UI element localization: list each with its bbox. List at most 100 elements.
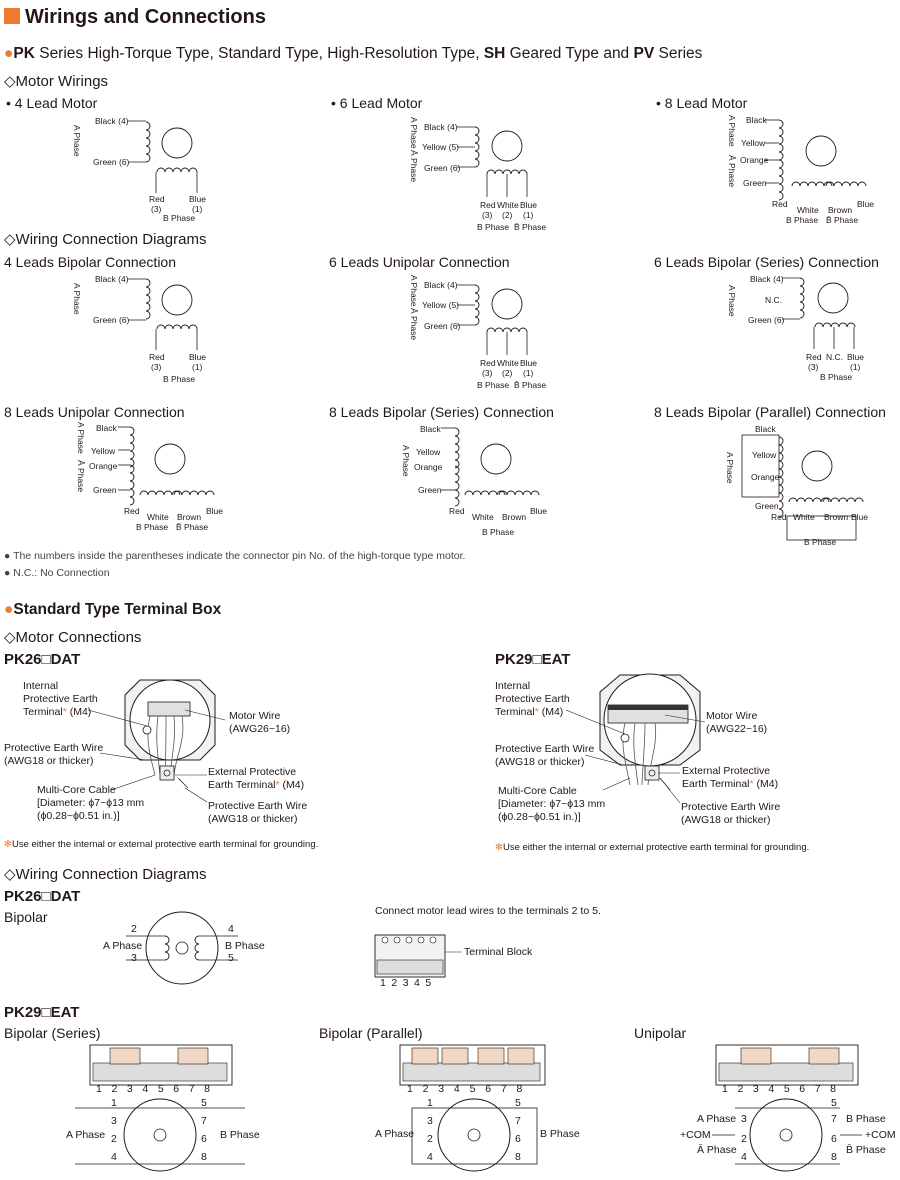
lead6-title: • 6 Lead Motor — [331, 95, 423, 111]
unipolar-n4: 4 — [741, 1151, 747, 1163]
pk26-t4: 4 — [228, 923, 234, 935]
pk26-motor-wire-label: Motor Wire — [229, 710, 281, 722]
w4-red-pin: (3) — [151, 204, 162, 214]
pk26-b-phase: B Phase — [225, 940, 265, 952]
w8-white: White — [797, 205, 819, 215]
d6-green: Green — [755, 501, 779, 511]
pk29-pe-wire: Protective Earth Wire (AWG18 or thicker) — [495, 743, 594, 769]
pk26-motor-wire: Motor Wire (AWG26~16) — [229, 710, 290, 736]
d1-red: Red — [149, 352, 165, 362]
diagram-8-lead-motor — [765, 119, 867, 201]
pk29-ext-pe-line2: Earth Terminal — [682, 778, 750, 790]
d5-brown: Brown — [502, 512, 527, 522]
d4-black: Black — [96, 423, 117, 433]
pn8: 8 — [516, 1083, 533, 1095]
unipolar-n6: 6 — [831, 1133, 837, 1145]
w4-a-phase: A Phase — [72, 125, 82, 157]
unipolar-bbar-phase: B̄ Phase — [846, 1144, 886, 1156]
series-text-2: Geared Type and — [505, 45, 634, 62]
d6-title: 8 Leads Bipolar (Parallel) Connection — [654, 404, 886, 420]
unipolar-com-left: +COM — [680, 1129, 711, 1141]
pk29-motor-wire-label: Motor Wire — [706, 710, 758, 722]
d5-yellow: Yellow — [416, 447, 441, 457]
d4-yellow: Yellow — [91, 446, 116, 456]
pk29-motor-wire-awg: (AWG22~16) — [706, 723, 768, 735]
series-text-1: Series High-Torque Type, Standard Type, … — [34, 45, 484, 62]
w4-green: Green (6) — [93, 157, 130, 167]
w6-b-phase: B Phase — [477, 222, 510, 232]
w4-b-phase: B Phase — [163, 213, 196, 223]
pk26-pe-wire-2: Protective Earth Wire (AWG18 or thicker) — [208, 800, 307, 826]
parallel-n5: 5 — [515, 1097, 521, 1109]
d5-white: White — [472, 512, 494, 522]
parallel-n8: 8 — [515, 1151, 521, 1163]
sn2: 2 — [111, 1083, 127, 1095]
d1-b-phase: B Phase — [163, 374, 196, 384]
series-n6: 6 — [201, 1133, 207, 1145]
series-n3: 3 — [111, 1115, 117, 1127]
pk29-cable: Multi-Core Cable [Diameter: ϕ7~ϕ13 mm (ϕ… — [498, 785, 605, 824]
w4-black: Black (4) — [95, 116, 129, 126]
pk26-t3: 3 — [131, 952, 137, 964]
page-title-text: Wirings and Connections — [25, 6, 266, 28]
terminal-wiring-drawings — [75, 911, 862, 1172]
d2-yellow: Yellow (5) — [422, 300, 460, 310]
unipolar-terminal-numbers: 12345678 — [722, 1083, 846, 1095]
d3-nc: N.C. — [765, 295, 782, 305]
d4-white: White — [147, 512, 169, 522]
lead4-title: • 4 Lead Motor — [6, 95, 98, 111]
sn3: 3 — [126, 1083, 143, 1095]
pk26-motor-wire-awg: (AWG26~16) — [229, 723, 291, 735]
title-square-icon — [4, 8, 20, 24]
w6-abar-phase: Ā Phase — [409, 150, 419, 183]
d2-blue: Blue — [520, 358, 538, 368]
wiring-diagrams-heading: ◇Wiring Connection Diagrams — [4, 231, 207, 248]
terminal-block-drawing — [374, 934, 462, 978]
w4-blue: Blue — [189, 194, 207, 204]
series-text-3: Series — [654, 45, 703, 62]
pk29-pe-wire2-awg: (AWG18 or thicker) — [681, 814, 771, 826]
parallel-n4: 4 — [427, 1151, 433, 1163]
un8: 8 — [830, 1083, 846, 1095]
pk29-motor-wire: Motor Wire (AWG22~16) — [706, 710, 767, 736]
d5-a-phase: A Phase — [401, 445, 411, 477]
pk29-ext-pe-m4: (M4) — [753, 778, 779, 790]
pk26-t5: 5 — [228, 952, 234, 964]
pk26-wiring-title: PK26□DAT — [4, 888, 81, 905]
d5-title: 8 Leads Bipolar (Series) Connection — [329, 404, 554, 420]
w8-abar-phase: Ā Phase — [727, 155, 737, 188]
w6-a-phase: A Phase — [409, 117, 419, 149]
diagram-6-leads-bipolar-series — [782, 277, 856, 349]
bipolar-title: Bipolar — [4, 909, 48, 925]
pn3: 3 — [438, 1083, 454, 1095]
diagram-8-leads-bipolar-parallel — [741, 434, 864, 541]
d2-b-phase: B Phase — [477, 380, 510, 390]
unipolar-n3: 3 — [741, 1113, 747, 1125]
motor-connections-heading: ◇Motor Connections — [4, 629, 142, 646]
d6-white: White — [793, 512, 815, 522]
pk26-a-phase: A Phase — [103, 940, 143, 952]
w6-red: Red — [480, 200, 496, 210]
d3-red-pin: (3) — [808, 362, 819, 372]
d3-title: 6 Leads Bipolar (Series) Connection — [654, 254, 879, 270]
d4-red: Red — [124, 506, 140, 516]
pk29-pe-wire2-label: Protective Earth Wire — [681, 801, 781, 813]
pk29-parallel-motor — [411, 1098, 538, 1172]
pk29-note-text: Use either the internal or external prot… — [502, 842, 810, 853]
w8-black: Black — [746, 115, 767, 125]
d6-b-phase: B Phase — [804, 537, 837, 547]
unipolar-n8: 8 — [831, 1151, 837, 1163]
pk29-cable-line3: (ϕ0.28~ϕ0.51 in.)] — [498, 811, 581, 823]
motor-wiring-diagrams — [118, 119, 867, 541]
w6-red-pin: (3) — [482, 210, 493, 220]
wiring-diagrams2-heading: ◇Wiring Connection Diagrams — [4, 866, 207, 883]
d1-a-phase: A Phase — [72, 283, 82, 315]
parallel-n1: 1 — [427, 1097, 433, 1109]
sn1: 1 — [96, 1083, 112, 1095]
d1-title: 4 Leads Bipolar Connection — [4, 254, 177, 270]
terminal-box-drawings — [87, 673, 706, 804]
diagram-6-leads-unipolar — [457, 284, 528, 355]
un2: 2 — [737, 1083, 753, 1095]
d5-black: Black — [420, 424, 441, 434]
diagram-8-leads-bipolar-series — [441, 427, 540, 507]
